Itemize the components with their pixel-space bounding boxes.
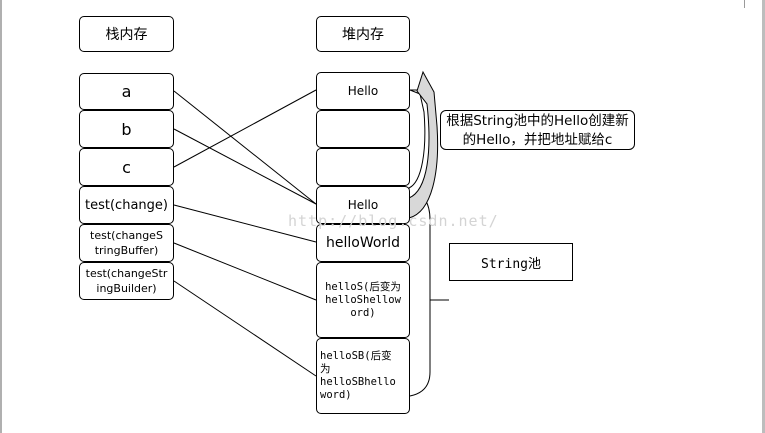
heap-hellos: helloS(后变为 helloShellow ord) xyxy=(316,262,410,338)
stack-memory-title: 栈内存 xyxy=(79,16,174,52)
heap-hellosb: helloSB(后变 为 helloSBhello word) xyxy=(316,338,410,414)
heap-helloworld: helloWorld xyxy=(316,224,410,262)
string-pool-label: String池 xyxy=(449,243,573,281)
heap-hello-original: Hello xyxy=(316,72,410,110)
copy-arrow-icon xyxy=(408,70,439,219)
heap-memory-title: 堆内存 xyxy=(316,16,410,52)
link-test-sbuffer-to-hellos xyxy=(173,242,317,301)
heap-empty-slot-1 xyxy=(316,110,410,148)
link-a-to-hello2 xyxy=(173,90,317,205)
left-border xyxy=(0,0,2,433)
right-border xyxy=(762,0,765,433)
top-right-tick xyxy=(744,0,745,8)
link-c-to-hello1 xyxy=(173,89,317,168)
stack-test-change: test(change) xyxy=(79,186,174,224)
stack-var-a: a xyxy=(79,73,174,110)
link-test-change-to-helloworld xyxy=(173,204,317,243)
link-b-to-hello2 xyxy=(173,128,317,205)
heap-hello-pooled: Hello xyxy=(316,186,410,224)
callout-note: 根据String池中的Hello创建新 的Hello，并把地址赋给c xyxy=(440,110,635,150)
heap-empty-slot-2 xyxy=(316,148,410,186)
stack-var-c: c xyxy=(79,148,174,186)
stack-var-b: b xyxy=(79,110,174,148)
stack-test-stringbuffer: test(changeS tringBuffer) xyxy=(79,224,174,262)
stack-test-stringbuilder: test(changeStr ingBuilder) xyxy=(79,262,174,300)
watermark-text: http://blog.csdn.net/ xyxy=(288,212,499,230)
link-test-sbuilder-to-hellosb xyxy=(173,280,317,377)
